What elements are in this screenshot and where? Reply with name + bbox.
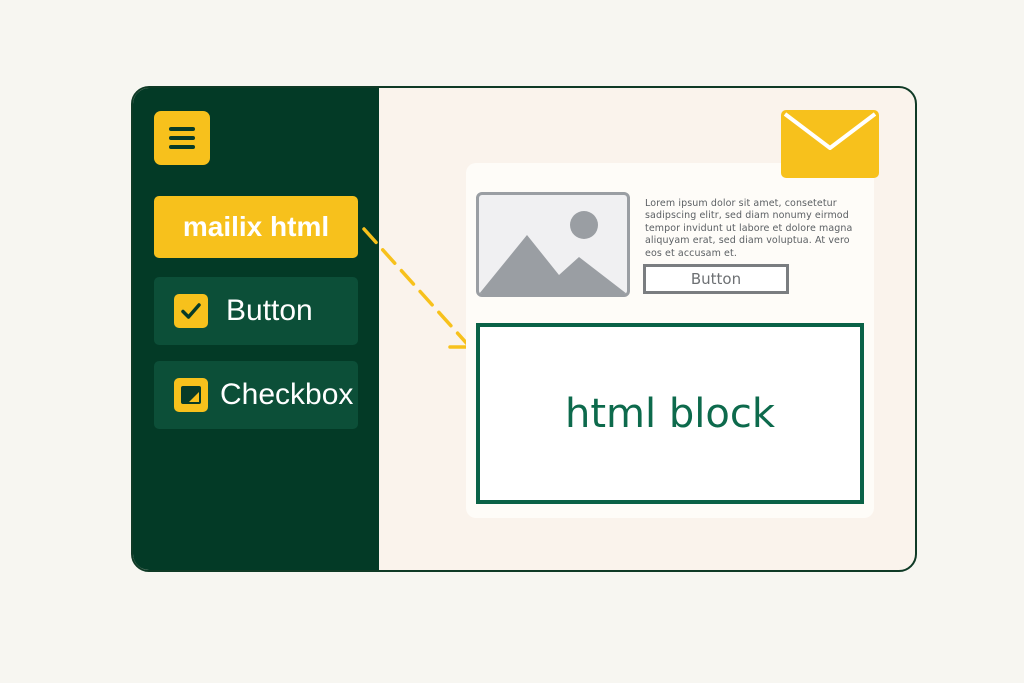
app-window: mailix html Button Checkbox [131, 86, 917, 572]
envelope-icon[interactable] [781, 110, 879, 178]
html-block[interactable]: html block [476, 323, 864, 504]
email-canvas: Lorem ipsum dolor sit amet, consetetur s… [466, 163, 874, 518]
image-placeholder-icon[interactable] [476, 192, 630, 297]
checkbox-square-icon [174, 378, 208, 412]
lorem-text: Lorem ipsum dolor sit amet, consetetur s… [645, 198, 853, 259]
sidebar-item-label: Button [226, 294, 313, 327]
sidebar-item-checkbox[interactable]: Checkbox [154, 361, 358, 429]
hamburger-menu-icon[interactable] [154, 111, 210, 165]
sidebar-item-button[interactable]: Button [154, 277, 358, 345]
drag-arrow-icon [362, 227, 472, 349]
content-button[interactable]: Button [643, 264, 789, 294]
sidebar-item-mailix-html[interactable]: mailix html [154, 196, 358, 258]
sidebar: mailix html Button Checkbox [133, 88, 379, 570]
sidebar-item-label: mailix html [182, 211, 330, 242]
checkbox-checked-icon [174, 294, 208, 328]
sidebar-item-label: Checkbox [220, 378, 354, 411]
